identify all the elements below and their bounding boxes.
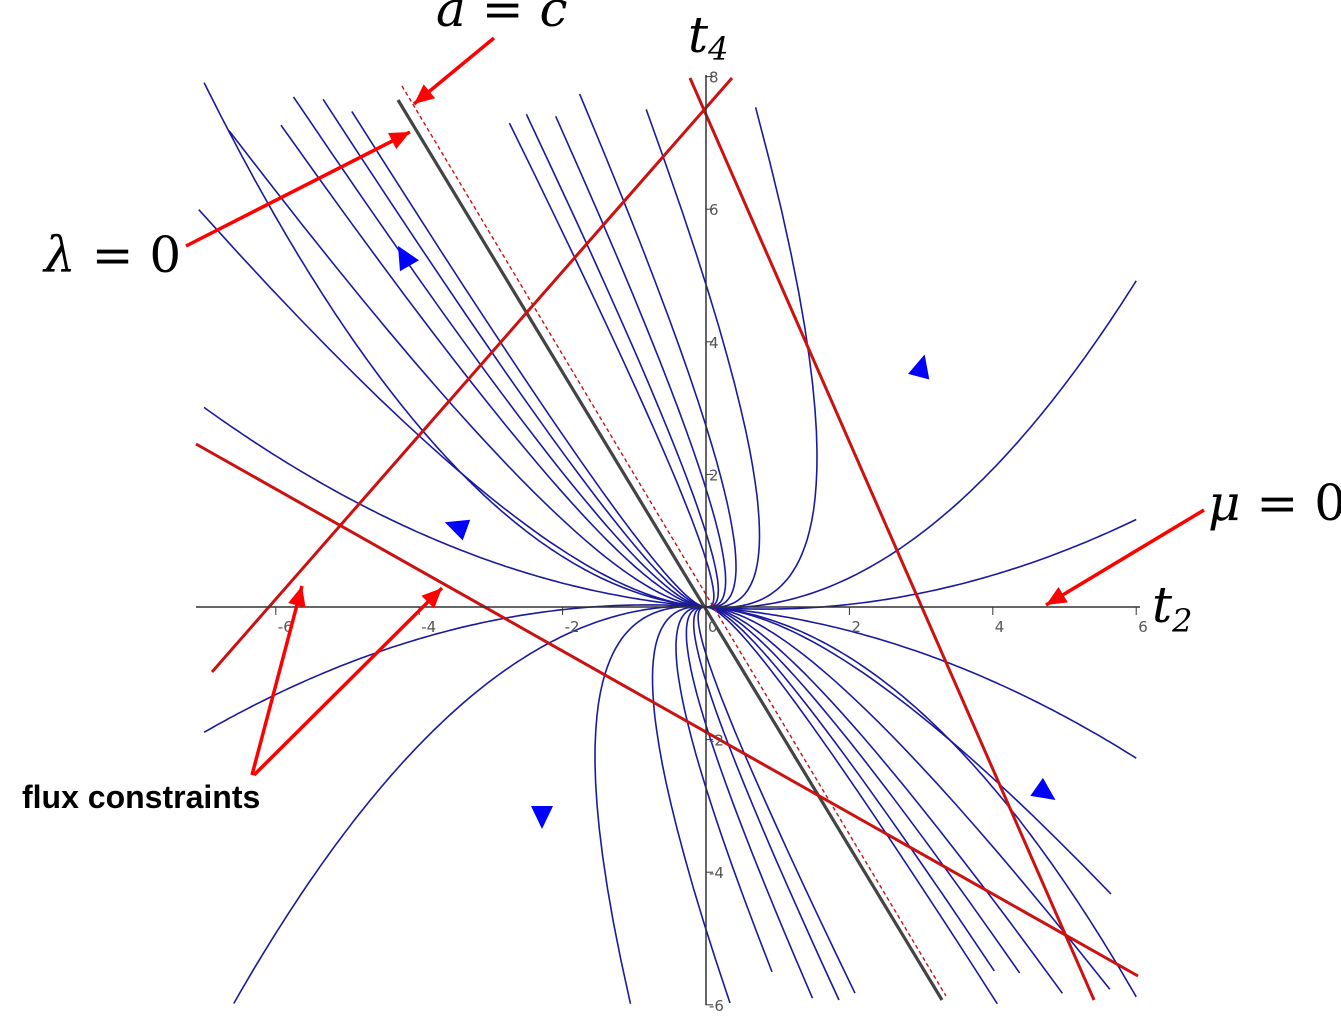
flow-line	[203, 82, 1137, 998]
direction-arrowhead	[444, 519, 471, 541]
flow-line	[705, 606, 995, 972]
t4-tick-label: 8	[709, 69, 719, 87]
t4-tick-label: -6	[709, 997, 724, 1015]
flux-constraints-label: flux constraints	[22, 779, 260, 815]
flow-line	[651, 605, 731, 1004]
mu-zero-arrow-head	[1046, 586, 1068, 605]
flux-constraint-line-1	[210, 77, 734, 673]
flux-arrow-2	[252, 586, 444, 777]
lambda-zero-arrow-head	[388, 132, 410, 150]
t2-tick-label: 4	[995, 618, 1005, 636]
mu-equals-zero-label: μ = 0	[1208, 474, 1341, 532]
direction-arrowhead	[1030, 777, 1056, 801]
direction-arrows	[398, 245, 1056, 829]
flow-line	[675, 606, 773, 973]
t2-tick-label: 6	[1138, 618, 1148, 636]
flow-line	[645, 109, 761, 609]
flow-line	[280, 124, 706, 608]
lambda-zero-line	[396, 99, 944, 1001]
t4-tick-label: -2	[709, 732, 724, 750]
t2-axis-label: t2	[1152, 576, 1192, 640]
t4-ticks: -6 -4 -2 2 4 6 8	[706, 69, 724, 1015]
flow-line	[697, 606, 856, 994]
flow-line	[554, 115, 727, 608]
direction-arrowhead	[398, 245, 420, 272]
flux-constraint-line-2	[195, 442, 1139, 978]
t2-tick-label: 0	[708, 618, 718, 636]
t2-tick-label: -2	[565, 618, 580, 636]
a-equals-c-line	[401, 85, 947, 997]
axes	[196, 75, 1140, 1005]
direction-arrowhead	[908, 354, 930, 380]
t4-tick-label: 2	[709, 466, 719, 484]
a-equals-c-arrow-head	[414, 84, 436, 104]
t4-axis-label: t4	[688, 6, 728, 68]
flow-line	[203, 406, 1137, 759]
t2-tick-label: -4	[421, 618, 436, 636]
direction-arrowhead	[531, 806, 553, 829]
flow-line	[203, 518, 1137, 733]
t2-tick-label: 2	[851, 618, 861, 636]
t4-tick-label: 6	[709, 201, 719, 219]
flow-line	[292, 96, 707, 608]
mu-zero-arrow	[1045, 508, 1205, 607]
mu-zero-line	[688, 77, 1096, 1001]
a-equals-c-label: a = c	[436, 0, 568, 38]
flow-line	[706, 606, 1064, 994]
flux-arrow-1	[250, 585, 304, 776]
flow-line	[705, 606, 1021, 974]
flux-arrow-2-head	[421, 588, 442, 609]
t4-tick-label: 4	[709, 334, 719, 352]
lambda-equals-zero-label: λ = 0	[42, 226, 181, 284]
flux-arrow-1-head	[288, 586, 306, 608]
constraint-lines	[195, 77, 1139, 1001]
flow-line	[705, 107, 818, 609]
flow-line	[705, 606, 998, 1005]
lambda-zero-arrow	[185, 130, 411, 248]
flow-line	[594, 605, 707, 1004]
flow-line	[705, 606, 1112, 895]
t4-tick-label: -4	[709, 864, 724, 882]
annotation-arrows	[185, 36, 1205, 777]
